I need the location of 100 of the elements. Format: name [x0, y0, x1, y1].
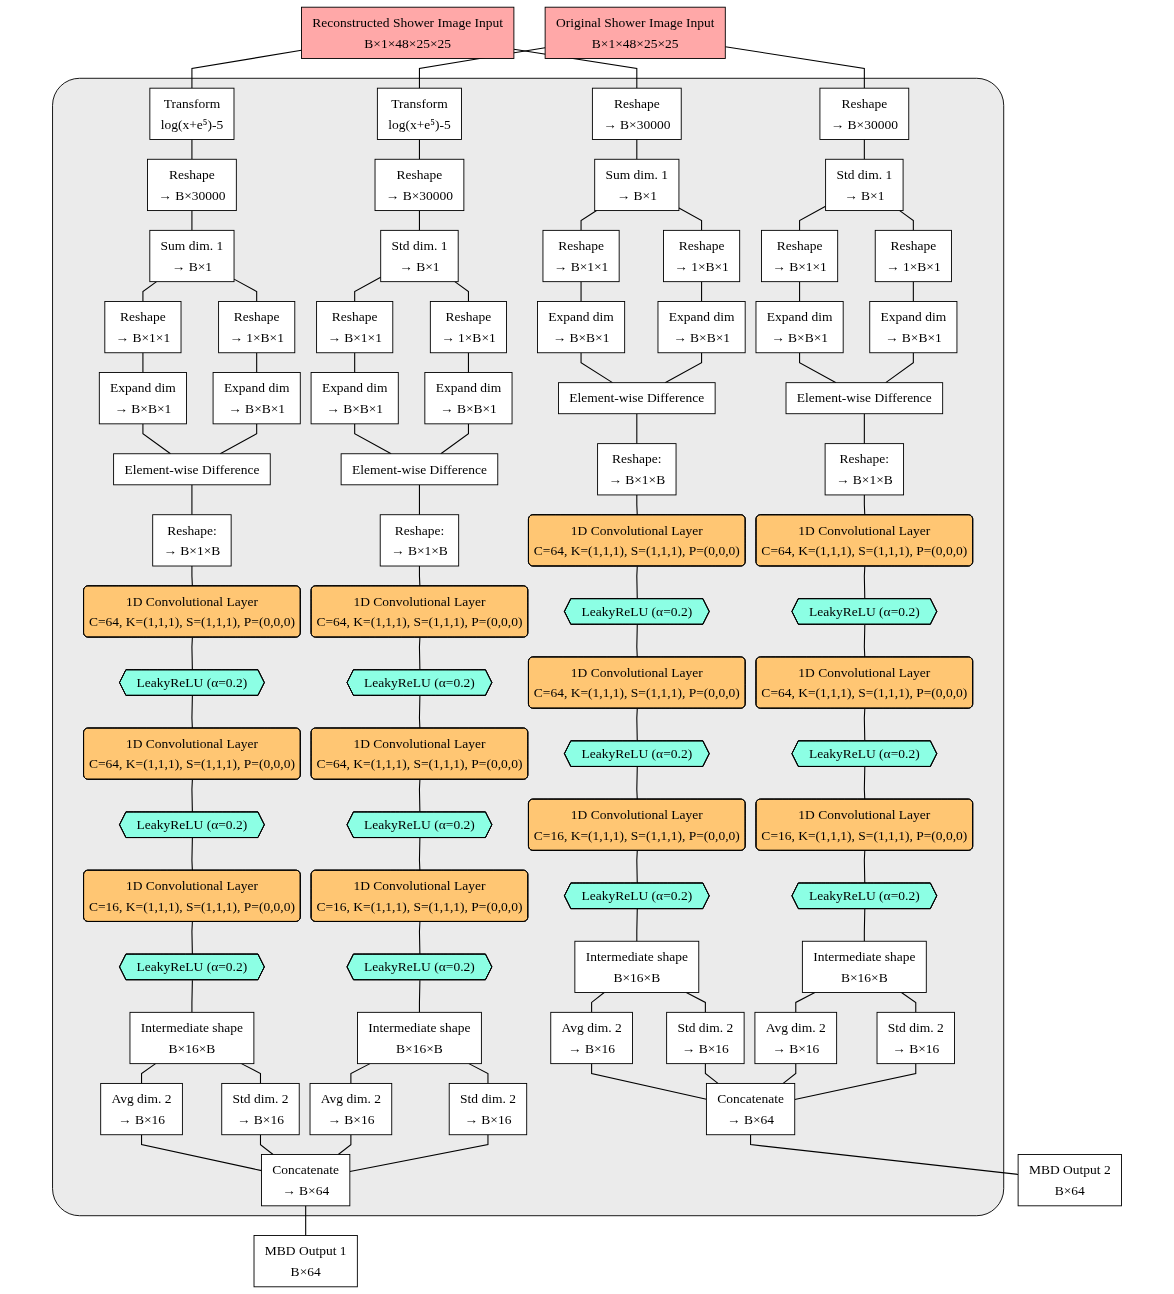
connector [636, 766, 638, 801]
node-box: MBD Output 1 B×64 [253, 1235, 358, 1288]
connector [191, 979, 193, 1013]
node-box: Expand dim → B×B×1 [212, 372, 301, 425]
connector [240, 1063, 262, 1084]
connector [454, 281, 469, 302]
connector [799, 352, 837, 384]
node-box: Expand dim → B×B×1 [98, 372, 187, 425]
connector [799, 205, 827, 231]
node-box: Expand dim → B×B×1 [657, 301, 746, 354]
connector [191, 921, 193, 956]
connector [799, 281, 801, 302]
connector [191, 484, 193, 516]
connector [141, 1063, 157, 1084]
connector [440, 423, 469, 455]
connector [863, 766, 866, 801]
connector [354, 276, 382, 302]
connector [191, 637, 193, 671]
connector [900, 992, 917, 1013]
connector [191, 695, 193, 729]
connector [580, 281, 582, 302]
node-box: Sum dim. 1 → B×1 [149, 229, 235, 283]
connector [337, 1134, 352, 1156]
node-box: Reshape → B×30000 [374, 158, 465, 211]
connector [636, 908, 638, 942]
node-box: Reshape → B×1×1 [104, 301, 182, 354]
node-box: Reshape → B×1×1 [316, 301, 394, 354]
connector [418, 779, 421, 813]
connector [350, 1063, 371, 1084]
connector [636, 624, 638, 658]
connector [885, 352, 914, 384]
connector [863, 138, 865, 160]
connector [863, 850, 866, 884]
connector [863, 413, 865, 445]
connector [141, 1134, 263, 1172]
connector [863, 908, 866, 942]
connector [701, 281, 703, 302]
connector [418, 837, 421, 872]
connector [678, 207, 703, 231]
node-box: Expand dim → B×B×1 [869, 301, 958, 354]
node-box: Reshape → B×30000 [819, 87, 910, 140]
node-box: Expand dim → B×B×1 [537, 301, 626, 354]
connector [863, 494, 866, 516]
connector [795, 992, 816, 1013]
node-box: Intermediate shape B×16×B [801, 940, 927, 993]
node-box: Avg dim. 2 → B×16 [754, 1011, 838, 1065]
node-box: MBD Output 2 B×64 [1017, 1154, 1122, 1207]
node-box: Reshape → 1×B×1 [663, 229, 741, 283]
connector [219, 423, 258, 455]
connector [863, 565, 866, 600]
connector [418, 565, 421, 587]
node-box: Element-wise Difference [785, 382, 944, 415]
connector [418, 921, 421, 956]
node-box: Reshape → B×1×1 [542, 229, 620, 283]
connector [418, 695, 421, 729]
connector [418, 637, 421, 671]
node-box: Avg dim. 2 → B×16 [309, 1083, 393, 1136]
connector [591, 1063, 707, 1100]
connector [724, 46, 865, 89]
node-box: Sum dim. 1 → B×1 [594, 158, 680, 211]
connector [636, 565, 638, 600]
node-box: Reshape → 1×B×1 [874, 229, 952, 283]
node-box: Expand dim → B×B×1 [424, 372, 513, 425]
node-box: Intermediate shape B×16×B [129, 1011, 255, 1065]
connector [349, 1134, 489, 1173]
node-box: Concatenate → B×64 [261, 1154, 351, 1207]
connector [591, 992, 605, 1013]
connector [142, 423, 172, 455]
node-box: Std dim. 2 → B×16 [666, 1011, 745, 1065]
node-box: Avg dim. 2 → B×16 [100, 1083, 183, 1136]
connector [664, 352, 703, 384]
node-box: Reshape: → B×1×B [597, 443, 677, 496]
connector [418, 138, 420, 160]
node-box: Std dim. 2 → B×16 [221, 1083, 300, 1136]
connector [580, 352, 613, 384]
connector [191, 49, 303, 89]
node-box: Element-wise Difference [340, 453, 499, 486]
node-box: Expand dim → B×B×1 [310, 372, 399, 425]
connector [636, 413, 638, 445]
connector [191, 565, 193, 587]
connector [418, 979, 421, 1013]
node-box: Std dim. 2 → B×16 [448, 1083, 528, 1136]
connector [191, 138, 193, 160]
connector [467, 352, 469, 374]
node-box: Std dim. 1 → B×1 [825, 158, 904, 211]
connector [191, 837, 193, 872]
node-box: Reshape → 1×B×1 [218, 301, 296, 354]
connector [418, 210, 420, 231]
node-box: Reshape → B×30000 [591, 87, 682, 140]
connector [863, 708, 866, 742]
connector [636, 494, 638, 516]
connector [354, 352, 356, 374]
node-box: Element-wise Difference [558, 382, 716, 415]
cluster [52, 77, 1005, 1217]
node-box: Std dim. 1 → B×1 [380, 229, 459, 283]
connector [191, 210, 193, 231]
connector [899, 210, 914, 231]
node-box: Transform log(x+e⁵)-5 [149, 87, 235, 140]
node-box: Reshape: → B×1×B [379, 514, 460, 567]
node-box: Avg dim. 2 → B×16 [550, 1011, 633, 1065]
